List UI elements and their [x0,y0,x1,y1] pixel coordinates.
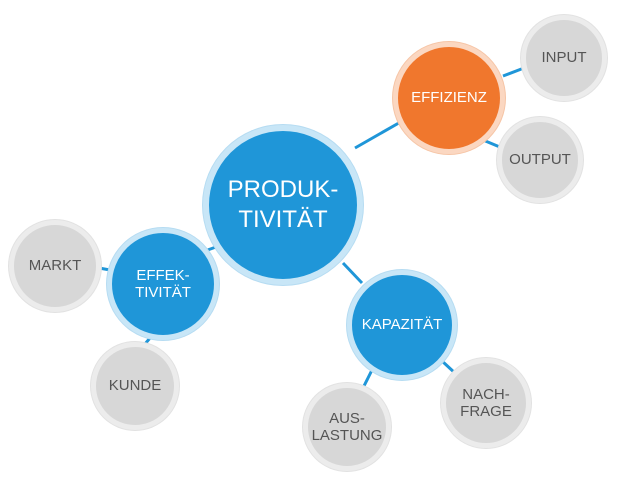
connector-center-effizienz [354,118,405,150]
node-produktivitaet: PRODUK- TIVITÄT [203,125,363,285]
node-output: OUTPUT [497,117,583,203]
node-effizienz-label: EFFIZIENZ [411,89,487,107]
node-kapazitaet-label: KAPAZITÄT [361,316,443,334]
node-nachfrage-line-2: FRAGE [460,403,512,420]
node-kapazitaet: KAPAZITÄT [347,270,457,380]
node-nachfrage: NACH- FRAGE [441,358,531,448]
node-nachfrage-line-1: NACH- [462,385,510,403]
node-effizienz: EFFIZIENZ [393,42,505,154]
node-input-label: INPUT [541,49,587,67]
node-effektivitaet: EFFEK- TIVITÄT [107,228,219,340]
node-input: INPUT [521,15,607,101]
node-markt-label: MARKT [28,257,82,275]
node-produktivitaet-line-1: PRODUK- [227,176,339,203]
node-auslastung-line-1: AUS- [329,409,365,427]
node-effektivitaet-line-1: EFFEK- [136,266,190,284]
connector-kapazitaet-auslastung [361,367,375,389]
node-auslastung-line-2: LASTUNG [311,427,383,444]
node-markt: MARKT [9,220,101,312]
connector-center-kapazitaet [341,261,364,285]
node-produktivitaet-line-2: TIVITÄT [238,206,328,233]
node-kunde: KUNDE [91,342,179,430]
node-auslastung: AUS- LASTUNG [303,383,391,471]
node-output-label: OUTPUT [509,151,571,169]
node-kunde-label: KUNDE [108,377,162,395]
connector-effizienz-input [502,66,525,78]
node-effektivitaet-line-2: TIVITÄT [135,284,191,301]
